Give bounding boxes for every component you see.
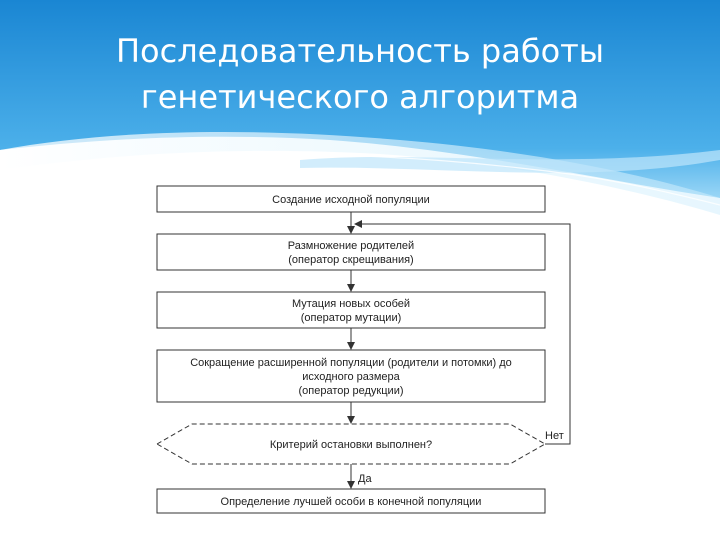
text-create-population: Создание исходной популяции [272, 194, 430, 206]
slide-title-line-1: Последовательность работы [115, 32, 605, 70]
text-reduce-line-3: (оператор редукции) [298, 385, 403, 397]
slide-title: Последовательность работы генетического … [20, 28, 700, 120]
label-yes: Да [358, 473, 372, 485]
decision-stop-criterion [155, 423, 547, 465]
text-breed-line-1: Размножение родителей [288, 240, 414, 252]
arrow-no-loop [354, 220, 571, 445]
slide-title-line-2: генетического алгоритма [140, 78, 580, 116]
header-wave-3 [0, 153, 720, 206]
text-final: Определение лучшей особи в конечной попу… [221, 496, 482, 508]
box-breed [156, 233, 546, 271]
text-decision: Критерий остановки выполнен? [270, 439, 432, 451]
header-shape [0, 0, 720, 198]
text-breed-line-2: (оператор скрещивания) [288, 254, 413, 266]
header-background [0, 0, 720, 215]
box-final [156, 488, 546, 514]
label-no: Нет [545, 430, 564, 442]
text-mutate-line-2: (оператор мутации) [301, 312, 402, 324]
header-wave-1 [0, 131, 720, 215]
header-wave-2 [300, 150, 720, 173]
box-reduce [156, 349, 546, 403]
text-reduce-line-2: исходного размера [302, 371, 400, 383]
text-mutate-line-1: Мутация новых особей [292, 298, 410, 310]
text-reduce-line-1: Сокращение расширенной популяции (родите… [190, 357, 512, 369]
